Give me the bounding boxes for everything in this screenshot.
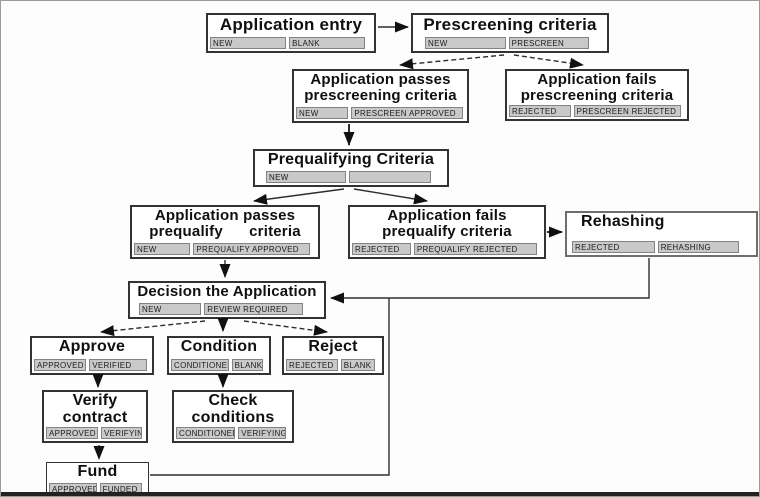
node-prescreening-criteria: Prescreening criteria NEW PRESCREEN xyxy=(411,13,609,53)
node-title: Prequalifying Criteria xyxy=(267,151,435,168)
status-cell: CONDITIONED xyxy=(176,427,236,439)
node-title: Approve xyxy=(58,338,126,355)
node-application-entry: Application entry NEW BLANK xyxy=(206,13,376,53)
status-cell: REJECTED xyxy=(352,243,411,255)
node-rehashing: Rehashing REJECTED REHASHING xyxy=(565,211,758,257)
status-cell: PREQUALIFY APPROVED xyxy=(193,243,310,255)
connector-decision-to-reject xyxy=(243,320,328,336)
node-title: Fund xyxy=(77,463,118,480)
status-cell: PRESCREEN xyxy=(508,37,590,49)
node-title: Reject xyxy=(308,338,358,355)
connector-prescreening-criteria-to-application-fails-prescreening xyxy=(513,54,584,69)
status-cell: REHASHING xyxy=(657,241,739,253)
status-cell xyxy=(349,171,432,183)
connector-fund-to-decision xyxy=(150,298,390,476)
connector-prequalifying-criteria-to-application-fails-prequalify xyxy=(353,188,428,205)
node-title: Condition xyxy=(180,338,258,355)
status-row: APPROVED VERIFYING xyxy=(44,427,146,441)
status-row: REJECTED PRESCREEN REJECTED xyxy=(507,105,687,119)
status-cell: VERIFIED xyxy=(89,359,148,371)
node-verify-contract: Verify contract APPROVED VERIFYING xyxy=(42,390,148,443)
status-cell: NEW xyxy=(134,243,191,255)
node-application-fails-prequalify: Application fails prequalify criteria RE… xyxy=(348,205,546,259)
node-title: Prescreening criteria xyxy=(423,15,597,34)
status-cell: BLANK xyxy=(340,359,375,371)
status-cell: BLANK xyxy=(289,37,366,49)
status-row: REJECTED BLANK xyxy=(284,359,382,373)
node-title: Decision the Application xyxy=(137,283,317,300)
node-prequalifying-criteria: Prequalifying Criteria NEW xyxy=(253,149,449,187)
status-cell: PRESCREEN APPROVED xyxy=(351,107,463,119)
connector-prescreening-criteria-to-application-passes-prescreening xyxy=(399,54,505,70)
node-application-passes-prescreening: Application passes prescreening criteria… xyxy=(292,69,469,123)
node-check-conditions: Check conditions CONDITIONED VERIFYING xyxy=(172,390,294,443)
status-cell: PRESCREEN REJECTED xyxy=(573,105,681,117)
node-title: Application entry xyxy=(219,15,363,34)
status-row: NEW PREQUALIFY APPROVED xyxy=(132,243,318,257)
node-approve: Approve APPROVED VERIFIED xyxy=(30,336,154,375)
status-cell: VERIFYING xyxy=(238,427,287,439)
status-cell: APPROVED xyxy=(46,427,98,439)
status-cell: NEW xyxy=(266,171,347,183)
status-row: NEW REVIEW REQUIRED xyxy=(130,303,324,317)
status-cell: VERIFYING xyxy=(100,427,143,439)
status-cell: NEW xyxy=(296,107,349,119)
node-application-passes-prequalify: Application passes prequalify criteria N… xyxy=(130,205,320,259)
status-row: NEW PRESCREEN xyxy=(413,37,607,51)
node-title: Application passes prequalify criteria xyxy=(149,207,301,240)
status-cell: NEW xyxy=(210,37,287,49)
status-cell: CONDITIONED xyxy=(171,359,229,371)
status-row: CONDITIONED BLANK xyxy=(169,359,269,373)
bottom-edge-bar xyxy=(1,492,759,496)
connector-rehashing-to-decision xyxy=(330,258,650,304)
node-application-fails-prescreening: Application fails prescreening criteria … xyxy=(505,69,689,121)
status-row: NEW xyxy=(255,171,447,185)
status-row: REJECTED PREQUALIFY REJECTED xyxy=(350,243,544,257)
status-row: APPROVED VERIFIED xyxy=(32,359,152,373)
node-reject: Reject REJECTED BLANK xyxy=(282,336,384,375)
status-cell: APPROVED xyxy=(34,359,87,371)
node-title: Verify contract xyxy=(62,392,128,426)
status-cell: BLANK xyxy=(231,359,264,371)
status-cell: REJECTED xyxy=(572,241,655,253)
status-cell: NEW xyxy=(425,37,506,49)
connector-decision-to-approve xyxy=(100,320,206,337)
status-cell: PREQUALIFY REJECTED xyxy=(413,243,538,255)
node-condition: Condition CONDITIONED BLANK xyxy=(167,336,271,375)
status-cell: REVIEW REQUIRED xyxy=(204,303,303,315)
node-decision-the-application: Decision the Application NEW REVIEW REQU… xyxy=(128,281,326,319)
status-cell: NEW xyxy=(139,303,202,315)
node-title: Check conditions xyxy=(191,392,275,426)
node-title: Rehashing xyxy=(581,213,665,230)
status-cell: REJECTED xyxy=(509,105,571,117)
status-cell: REJECTED xyxy=(286,359,338,371)
status-row: NEW PRESCREEN APPROVED xyxy=(294,107,467,121)
node-title: Application fails prequalify criteria xyxy=(382,207,512,240)
node-title: Application passes prescreening criteria xyxy=(304,71,457,104)
status-row: REJECTED REHASHING xyxy=(567,241,756,255)
connector-prequalifying-criteria-to-application-passes-prequalify xyxy=(253,188,345,205)
status-row: CONDITIONED VERIFYING xyxy=(174,427,292,441)
node-title: Application fails prescreening criteria xyxy=(520,71,674,104)
status-row: NEW BLANK xyxy=(208,37,374,51)
